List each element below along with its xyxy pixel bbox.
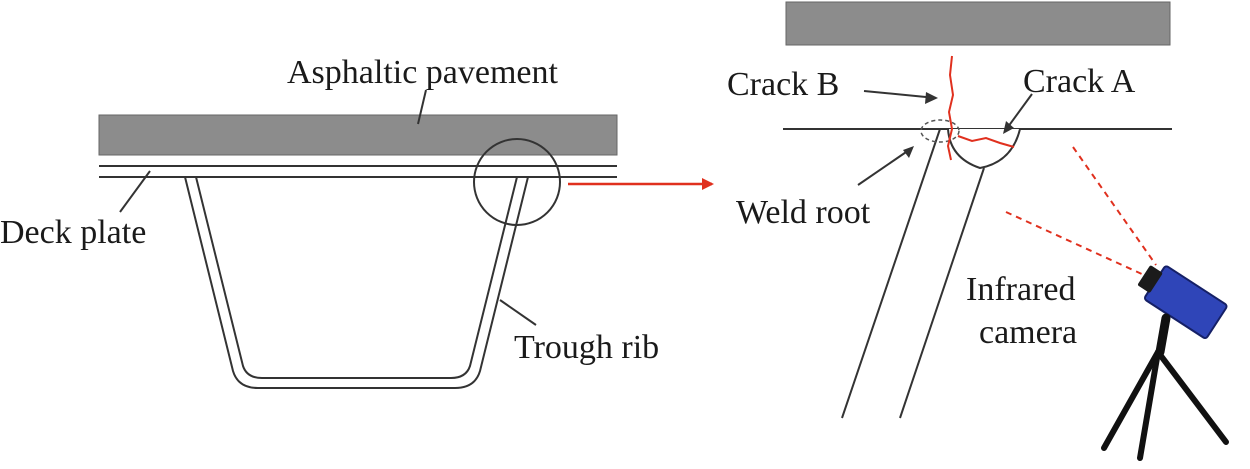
left-panel: Asphaltic pavement Deck plate Trough rib (0, 54, 714, 389)
weld-root-leader (857, 147, 913, 186)
crack-b-line (946, 55, 955, 161)
asphalt-pavement-layer (98, 114, 618, 156)
label-crack-a: Crack A (1023, 63, 1136, 100)
label-weld-root: Weld root (736, 194, 871, 231)
camera-view-line-upper (1072, 146, 1157, 266)
detail-pavement-layer (785, 1, 1171, 46)
label-infrared: Infrared (966, 271, 1075, 308)
crack-b-leader (863, 90, 937, 99)
trough-rib-outer (184, 176, 529, 389)
weld-bead (947, 128, 1021, 170)
weld-root-marker (920, 119, 960, 143)
tripod-icon (1101, 313, 1229, 461)
infrared-camera-icon (1138, 265, 1228, 339)
right-panel: Crack B Crack A Weld root Infrared camer… (727, 1, 1229, 461)
rib-wall-right (899, 167, 985, 419)
deck-plate-leader (119, 170, 151, 213)
crack-a-arrowhead (1003, 121, 1014, 134)
label-trough-rib: Trough rib (514, 329, 659, 366)
detail-circle (473, 138, 561, 226)
crack-a-line (957, 135, 1015, 148)
crack-b-arrowhead (925, 92, 938, 104)
trough-rib-inner (195, 176, 518, 379)
label-asphaltic-pavement: Asphaltic pavement (287, 54, 559, 91)
camera-view-line-lower (1005, 211, 1145, 276)
label-deck-plate: Deck plate (0, 214, 146, 251)
rib-wall-left (841, 128, 941, 419)
label-crack-b: Crack B (727, 66, 839, 103)
label-camera: camera (979, 314, 1077, 351)
weld-root-arrowhead (903, 146, 914, 158)
trough-rib-leader (499, 299, 537, 326)
pavement-leader (417, 89, 427, 125)
